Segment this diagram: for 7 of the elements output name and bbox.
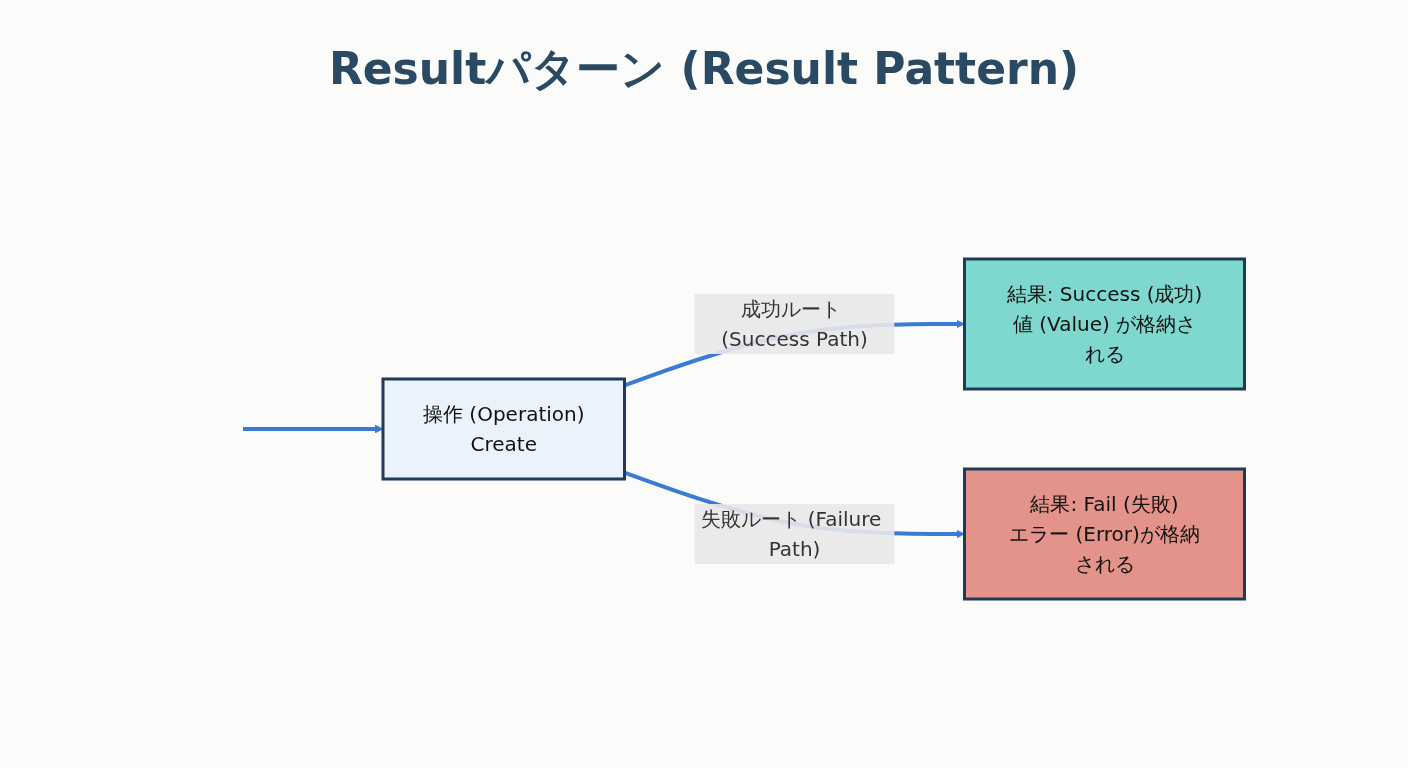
edge-label: 失敗ルート (Failure Path) — [701, 507, 882, 561]
edge-label: 成功ルート (Success Path) — [721, 297, 868, 351]
node-box: 結果: Fail (失敗) エラー (Error)が格納される — [963, 467, 1247, 601]
title: Resultパターン (Result Pattern) — [327, 42, 1081, 96]
arrow — [243, 424, 384, 434]
node-box: 結果: Success (成功) 値 (Value) が格納される — [963, 257, 1247, 391]
node-box: 操作 (Operation) Create — [381, 377, 627, 481]
